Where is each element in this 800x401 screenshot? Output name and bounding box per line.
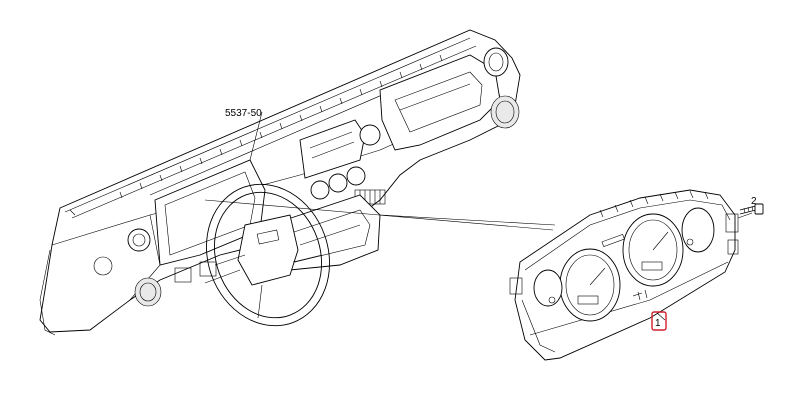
- part-1-callout[interactable]: 1: [651, 311, 667, 331]
- part-number-2[interactable]: 2: [751, 196, 757, 207]
- speaker-left: [134, 277, 162, 307]
- speaker-right-bottom: [490, 95, 520, 129]
- instrument-cluster: [509, 189, 739, 361]
- gauge-small-left: [533, 269, 563, 307]
- reference-code-label: 5537-50: [225, 108, 262, 119]
- gauge-small-right: [681, 207, 715, 253]
- center-vents: [299, 119, 381, 200]
- left-vent: [127, 228, 151, 252]
- part-number-1[interactable]: 1: [655, 318, 661, 329]
- steering-wheel: [204, 183, 330, 327]
- screw-part: [739, 203, 764, 215]
- gauge-right: [622, 213, 684, 287]
- part-1-highlight-box[interactable]: [651, 311, 667, 331]
- speaker-right-top: [483, 47, 509, 77]
- gauge-left: [559, 248, 621, 322]
- dashboard-assembly: [39, 29, 521, 336]
